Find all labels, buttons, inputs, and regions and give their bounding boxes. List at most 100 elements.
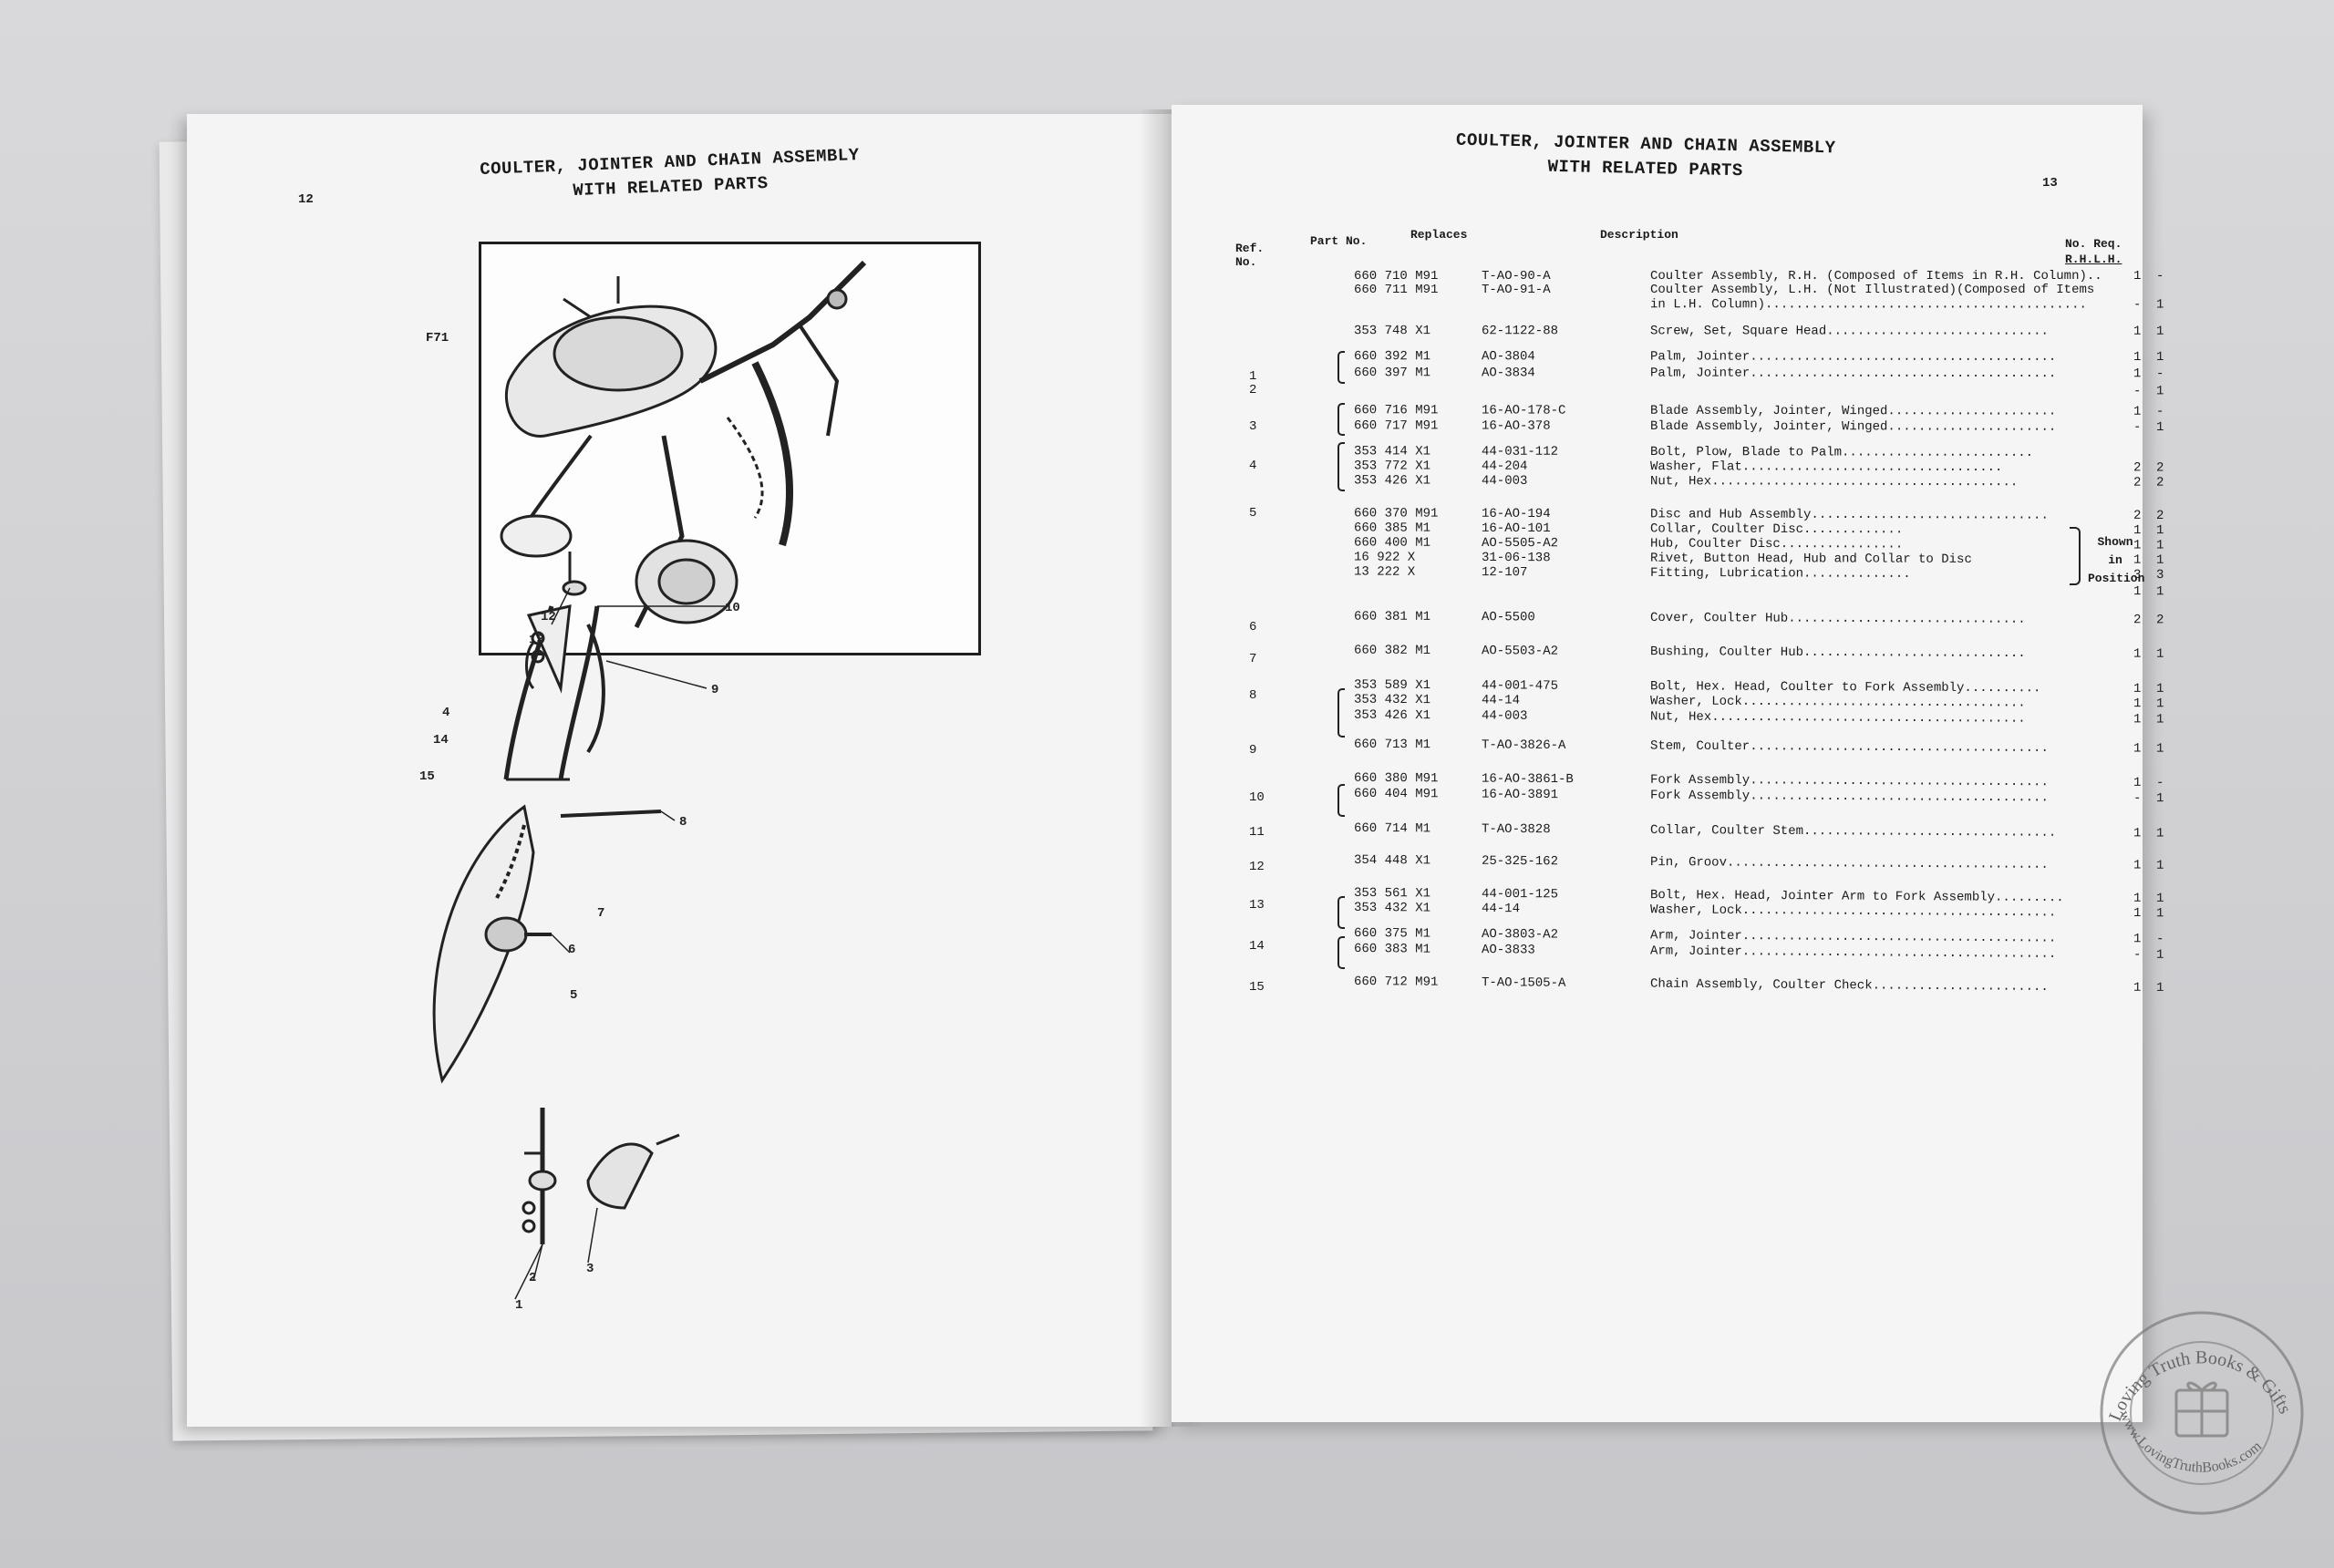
callout-2: 2 bbox=[529, 1271, 536, 1285]
qty-lh: 2 bbox=[2155, 460, 2164, 476]
callout-10: 10 bbox=[725, 601, 740, 615]
exploded-parts-diagram: 1 2 3 4 5 6 7 8 9 10 11 12 13 14 15 bbox=[296, 532, 807, 1322]
part-number: 660 713 M1 bbox=[1353, 737, 1431, 753]
part-description: Fitting, Lubrication.............. bbox=[1649, 565, 1911, 582]
exploded-diagram-drawing: 1 2 3 4 5 6 7 8 9 10 11 12 13 14 15 bbox=[419, 532, 754, 1313]
qty-lh: 1 bbox=[2155, 552, 2164, 568]
callout-12: 12 bbox=[541, 610, 556, 624]
ref-number: 7 bbox=[1249, 652, 1257, 666]
part-description: Arm, Jointer............................… bbox=[1649, 928, 2057, 946]
qty-rh: 1 bbox=[2133, 696, 2142, 712]
replaces-number: T-AO-3826-A bbox=[1481, 738, 1566, 754]
header-ref: Ref. bbox=[1235, 242, 1265, 255]
callout-15: 15 bbox=[419, 769, 435, 784]
ref-number: 5 bbox=[1249, 506, 1257, 521]
part-number: 660 392 M1 bbox=[1353, 349, 1431, 365]
qty-lh: 1 bbox=[2155, 791, 2164, 807]
qty-lh: 1 bbox=[2155, 350, 2164, 366]
part-number: 13 222 X bbox=[1353, 564, 1416, 580]
qty-lh: 1 bbox=[2155, 324, 2164, 339]
qty-lh: 1 bbox=[2155, 646, 2164, 662]
shown-line2: in bbox=[2108, 553, 2122, 567]
replaces-number: 44-003 bbox=[1481, 473, 1528, 489]
qty-rh: - bbox=[2133, 947, 2142, 963]
ref-number: 14 bbox=[1249, 939, 1265, 954]
parts-table: Ref. No. Part No. Replaces Description N… bbox=[1172, 105, 2164, 1422]
header-ref-no: No. bbox=[1235, 255, 1257, 269]
part-number: 353 426 X1 bbox=[1353, 473, 1431, 489]
callout-7: 7 bbox=[597, 906, 604, 921]
qty-lh: 2 bbox=[2155, 508, 2164, 524]
ref-number: 12 bbox=[1249, 860, 1265, 874]
ref-number: 2 bbox=[1249, 383, 1257, 397]
replaces-number: 31-06-138 bbox=[1481, 550, 1551, 566]
part-description: Palm, Jointer...........................… bbox=[1649, 366, 2057, 382]
part-number: 660 383 M1 bbox=[1353, 941, 1431, 957]
qty-lh: 1 bbox=[2155, 696, 2164, 712]
part-description: Bolt, Plow, Blade to Palm...............… bbox=[1649, 445, 2034, 460]
qty-lh: 1 bbox=[2155, 947, 2164, 963]
part-number: 660 714 M1 bbox=[1353, 820, 1431, 837]
part-description: Nut, Hex................................… bbox=[1649, 474, 2019, 490]
brace-item-8 bbox=[1337, 688, 1345, 738]
brace-item-10 bbox=[1337, 784, 1345, 817]
qty-rh: - bbox=[2133, 419, 2142, 435]
part-description: in L.H. Column).........................… bbox=[1649, 297, 2087, 313]
replaces-number: 44-14 bbox=[1481, 901, 1521, 917]
left-page-title: COULTER, JOINTER AND CHAIN ASSEMBLY WITH… bbox=[450, 142, 890, 208]
part-number: 660 370 M91 bbox=[1353, 506, 1439, 521]
qty-lh: 1 bbox=[2155, 538, 2164, 553]
replaces-number: 44-003 bbox=[1481, 708, 1528, 724]
qty-rh: 1 bbox=[2133, 932, 2142, 947]
assembly-photo-drawing bbox=[500, 260, 867, 629]
qty-rh: 1 bbox=[2133, 980, 2142, 995]
part-number: 353 589 X1 bbox=[1353, 677, 1431, 694]
replaces-number: AO-5503-A2 bbox=[1481, 644, 1559, 659]
part-description: Bushing, Coulter Hub....................… bbox=[1649, 645, 2026, 662]
replaces-number: AO-5500 bbox=[1481, 610, 1535, 625]
replaces-number: 16-AO-3891 bbox=[1481, 787, 1559, 803]
qty-lh: 1 bbox=[2155, 741, 2164, 757]
part-number: 353 432 X1 bbox=[1353, 692, 1431, 708]
callout-4: 4 bbox=[442, 706, 449, 720]
left-page-number: 12 bbox=[298, 192, 314, 207]
ref-number: 10 bbox=[1249, 790, 1265, 805]
part-number: 353 748 X1 bbox=[1353, 324, 1431, 339]
header-no-req: No. Req. bbox=[2065, 237, 2122, 251]
ref-number: 8 bbox=[1249, 688, 1257, 703]
part-number: 16 922 X bbox=[1353, 550, 1416, 565]
part-description: Screw, Set, Square Head.................… bbox=[1649, 324, 2049, 339]
qty-lh: 1 bbox=[2155, 891, 2164, 906]
replaces-number: 62-1122-88 bbox=[1481, 324, 1559, 339]
replaces-number: T-AO-1505-A bbox=[1481, 975, 1566, 991]
replaces-number: 16-AO-378 bbox=[1481, 418, 1551, 434]
part-description: Washer, Lock............................… bbox=[1649, 694, 2026, 711]
ref-number: 3 bbox=[1249, 419, 1257, 434]
replaces-number: 25-325-162 bbox=[1481, 853, 1559, 870]
replaces-number: T-AO-91-A bbox=[1481, 283, 1551, 298]
callout-8: 8 bbox=[679, 815, 687, 830]
callout-3: 3 bbox=[586, 1262, 594, 1276]
brace-item-3 bbox=[1337, 403, 1345, 436]
replaces-number: 16-AO-194 bbox=[1481, 506, 1551, 522]
qty-lh: 1 bbox=[2155, 681, 2164, 696]
qty-rh: - bbox=[2133, 297, 2142, 313]
qty-rh: 1 bbox=[2133, 404, 2142, 419]
qty-rh: 2 bbox=[2133, 475, 2142, 490]
qty-lh: 1 bbox=[2155, 584, 2164, 600]
qty-rh: 2 bbox=[2133, 613, 2142, 628]
part-description: Fork Assembly...........................… bbox=[1649, 788, 2049, 806]
part-number: 660 711 M91 bbox=[1353, 283, 1439, 298]
ref-number: 11 bbox=[1249, 825, 1265, 840]
qty-rh: 2 bbox=[2133, 460, 2142, 476]
part-number: 660 404 M91 bbox=[1353, 786, 1439, 802]
header-description: Description bbox=[1600, 228, 1678, 242]
qty-lh: 1 bbox=[2155, 712, 2164, 727]
replaces-number: T-AO-3828 bbox=[1481, 821, 1551, 838]
part-description: Collar, Coulter Disc............. bbox=[1649, 521, 1904, 538]
part-number: 354 448 X1 bbox=[1353, 852, 1431, 869]
stamp-text-bottom: www.LovingTruthBooks.com bbox=[2116, 1408, 2265, 1476]
callout-9: 9 bbox=[711, 683, 718, 697]
replaces-number: AO-3803-A2 bbox=[1481, 926, 1559, 943]
replaces-number: 16-AO-3861-B bbox=[1481, 771, 1574, 788]
